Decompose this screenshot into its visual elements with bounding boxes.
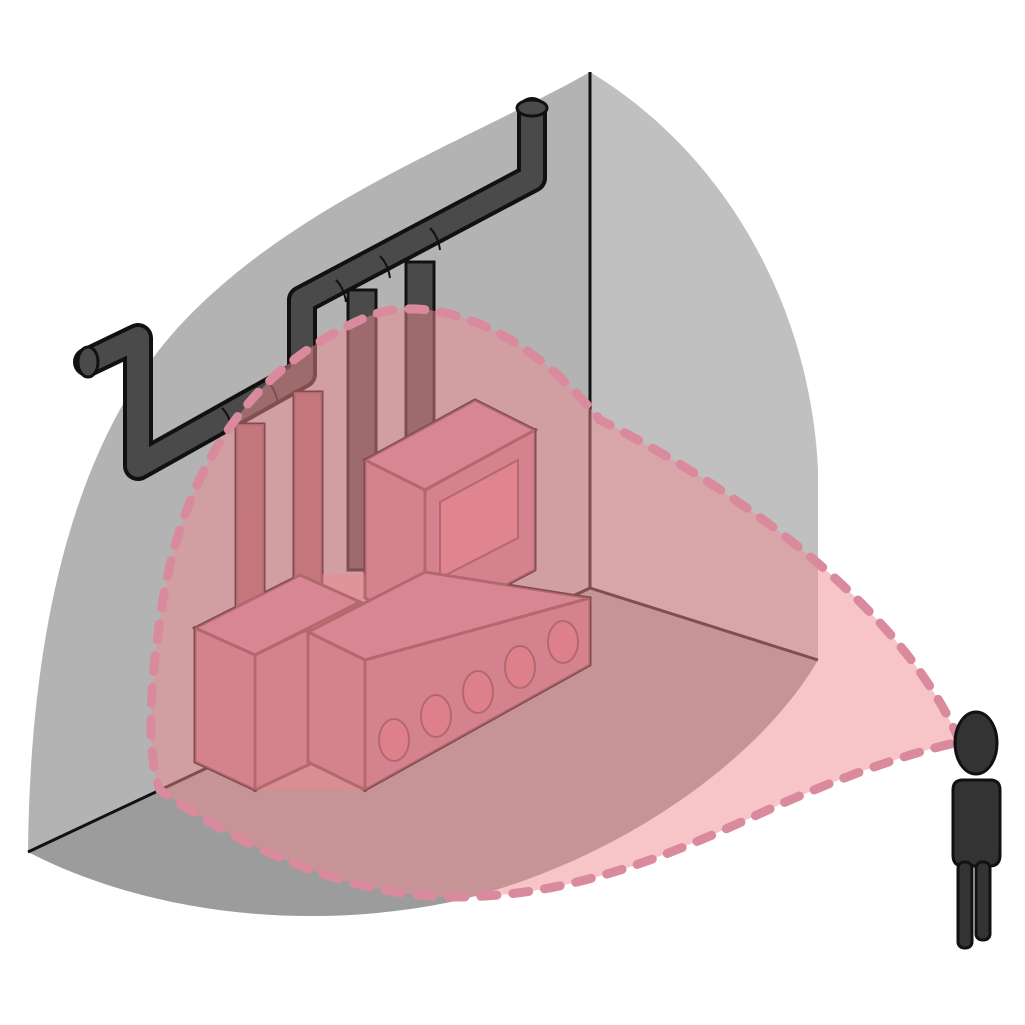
person-left-leg	[956, 860, 974, 950]
person-silhouette-icon	[951, 710, 1002, 950]
field-of-view-area	[146, 304, 967, 902]
pipe-end-left	[76, 345, 100, 379]
person-body	[951, 778, 1002, 868]
person-right-leg	[974, 860, 992, 942]
person-head	[953, 710, 999, 776]
pipe-end-top	[515, 98, 549, 118]
